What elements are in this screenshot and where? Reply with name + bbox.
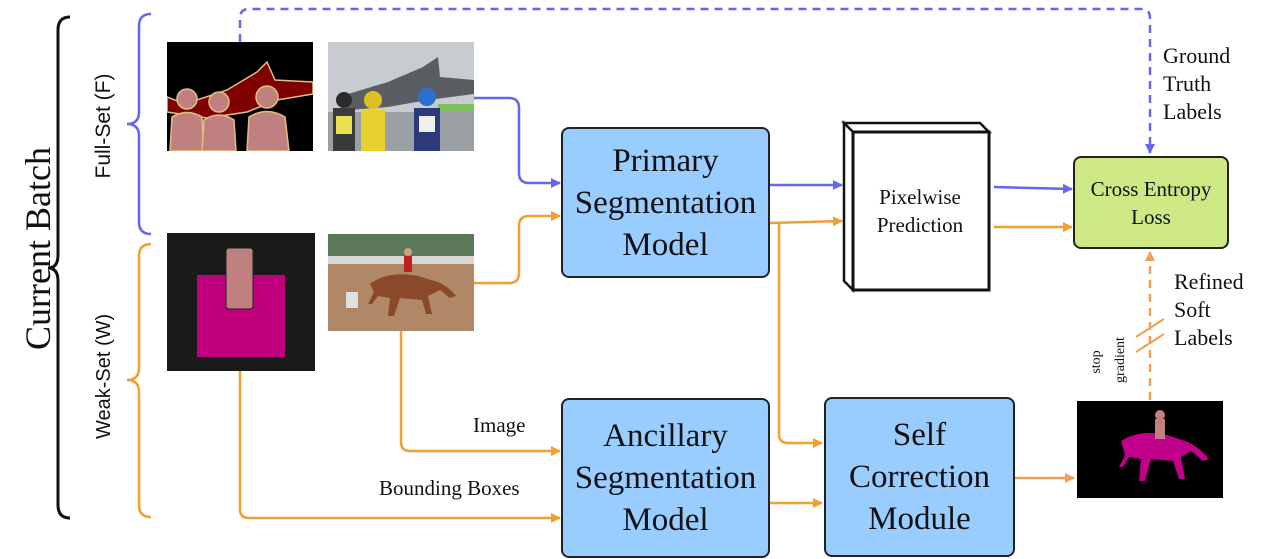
pixelwise-prediction-label: Pixelwise Prediction	[876, 185, 964, 237]
current-batch-bracket	[47, 15, 71, 520]
weak-set-label: Weak-Set (W)	[93, 313, 115, 439]
weak-set-box-mask-thumbnail	[167, 233, 315, 371]
primary-segmentation-model: Primary Segmentation Model	[561, 127, 770, 278]
weak-set-bracket	[126, 242, 152, 519]
full-image-to-primary	[474, 96, 561, 188]
weak-image-to-primary	[474, 211, 561, 285]
full-set-bracket	[126, 12, 152, 236]
refined-soft-labels-label: Refined Soft Labels	[1174, 269, 1244, 350]
ancillary-segmentation-model: Ancillary Segmentation Model	[561, 398, 770, 558]
stop-gradient-mark-1	[1135, 318, 1165, 338]
stop-label: stop	[1089, 350, 1104, 374]
cross-entropy-loss: Cross Entropy Loss	[1073, 156, 1229, 249]
image-edge-label: Image	[473, 413, 526, 437]
image-to-ancillary	[399, 331, 561, 456]
pixelwise-prediction-box	[840, 120, 993, 294]
gradient-label: gradient	[1113, 337, 1128, 383]
self-correction-module: Self Correction Module	[824, 397, 1015, 557]
stop-gradient-mark-2	[1135, 333, 1165, 353]
primary-to-self-correction	[777, 223, 823, 448]
primary-to-prediction-orange	[769, 216, 843, 227]
ground-truth-dashed-line	[238, 7, 1155, 154]
refined-output-thumbnail	[1077, 401, 1223, 498]
prediction-to-loss-blue	[993, 183, 1073, 194]
bounding-boxes-edge-label: Bounding Boxes	[379, 476, 520, 500]
boxes-to-ancillary	[238, 371, 561, 523]
full-set-photo-thumbnail	[328, 42, 474, 151]
full-set-label: Full-Set (F)	[92, 73, 115, 179]
full-set-mask-thumbnail	[167, 42, 313, 151]
weak-set-photo-thumbnail	[328, 234, 474, 331]
ground-truth-labels-label: Ground Truth Labels	[1163, 43, 1231, 124]
current-batch-label: Current Batch	[18, 147, 58, 350]
